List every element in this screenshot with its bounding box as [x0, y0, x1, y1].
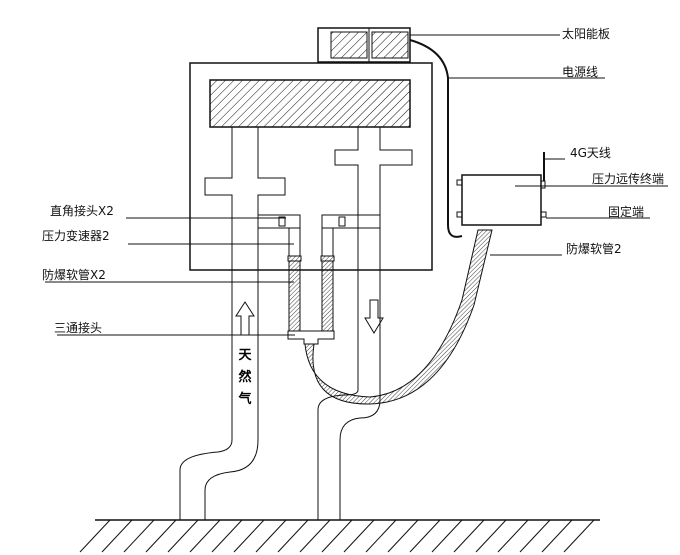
ground-hatch — [167, 519, 199, 553]
right-angle-joints — [258, 214, 380, 229]
ground-hatch — [277, 519, 309, 553]
ground-hatch — [563, 519, 595, 553]
label-pressure-terminal: 压力远传终端 — [592, 172, 665, 186]
hatched-plate — [209, 79, 411, 128]
pressure-transducers — [287, 227, 335, 262]
ground-hatch — [409, 519, 441, 553]
tee-joint — [287, 330, 335, 345]
label-natural-gas: 天然气 — [238, 348, 252, 407]
ground-hatch — [453, 519, 485, 553]
explosion-proof-hose-2 — [304, 229, 493, 405]
explosion-proof-hoses — [288, 260, 334, 332]
leader-lines — [45, 34, 668, 336]
label-fixed-end: 固定端 — [608, 205, 645, 219]
ground-hatch — [387, 519, 419, 553]
label-pressure-transducer: 压力变速器2 — [42, 229, 110, 243]
ground-hatch — [233, 519, 265, 553]
ground-hatch — [123, 519, 155, 553]
ground-hatch — [475, 519, 507, 553]
ground-hatch — [211, 519, 243, 553]
ground-hatch — [189, 519, 221, 553]
ground — [79, 519, 600, 553]
ground-hatch — [79, 519, 111, 553]
down-arrow — [364, 299, 384, 334]
gas-inlet-pipe — [179, 127, 286, 520]
ground-hatch — [431, 519, 463, 553]
label-solar-panel: 太阳能板 — [562, 27, 611, 41]
ground-hatch — [343, 519, 375, 553]
label-explosion-hose-2: 防爆软管2 — [566, 242, 622, 256]
label-right-angle-joint: 直角接头X2 — [50, 204, 114, 218]
ground-hatch — [519, 519, 551, 553]
ground-hatch — [145, 519, 177, 553]
solar-panel — [317, 27, 411, 63]
ground-hatch — [321, 519, 353, 553]
enclosure — [189, 62, 433, 271]
ground-hatch — [299, 519, 331, 553]
ground-hatch — [255, 519, 287, 553]
label-tee-joint: 三通接头 — [54, 321, 103, 335]
power-cable — [409, 39, 463, 238]
pressure-terminal — [456, 152, 547, 226]
label-4g-antenna: 4G天线 — [570, 146, 611, 160]
ground-hatch — [497, 519, 529, 553]
up-arrow — [235, 301, 255, 336]
ground-hatch — [365, 519, 397, 553]
ground-hatch — [541, 519, 573, 553]
ground-hatch — [101, 519, 133, 553]
label-power-cable: 电源线 — [562, 65, 599, 79]
label-explosion-hose-x2: 防爆软管X2 — [42, 268, 106, 282]
